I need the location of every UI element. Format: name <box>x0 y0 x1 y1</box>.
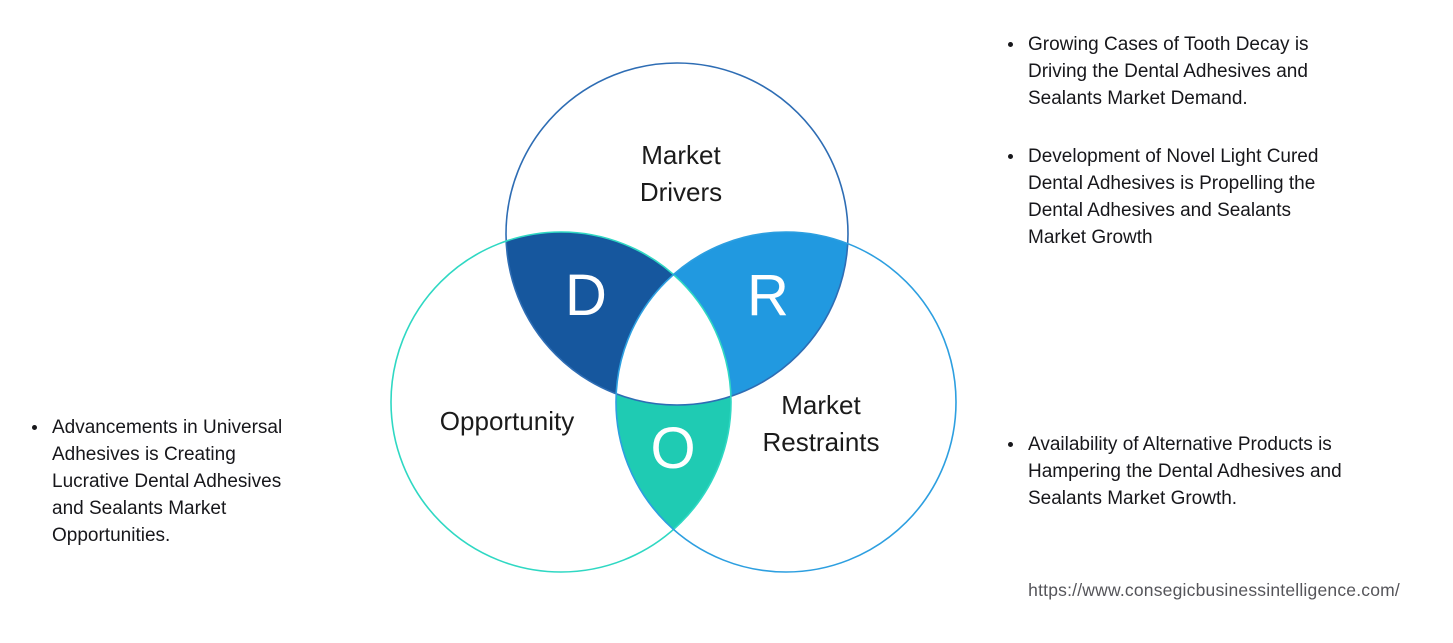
opportunity-bullet-text: Advancements in Universal Adhesives is C… <box>52 417 283 546</box>
opportunity-letter: O <box>650 416 696 481</box>
opportunity-label: Opportunity <box>439 406 575 436</box>
list-item: Availability of Alternative Products is … <box>1008 431 1428 512</box>
bullet-icon <box>1008 42 1013 47</box>
opportunity-bullets: Advancements in Universal Adhesives is C… <box>32 414 352 549</box>
drivers-bullets: Growing Cases of Tooth Decay is Driving … <box>1008 31 1408 251</box>
list-item: Growing Cases of Tooth Decay is Driving … <box>1008 31 1408 112</box>
source-url: https://www.consegicbusinessintelligence… <box>1028 580 1400 600</box>
market-drivers-label: Market Drivers <box>639 140 723 207</box>
restraints-circle-outline <box>615 231 957 573</box>
driver-bullet-2-text: Development of Novel Light Cured Dental … <box>1028 146 1319 248</box>
list-item: Advancements in Universal Adhesives is C… <box>32 414 352 549</box>
restraints-letter: R <box>747 263 789 328</box>
bullet-icon <box>32 425 37 430</box>
restraint-bullet-1-text: Availability of Alternative Products is … <box>1028 434 1342 509</box>
bullet-icon <box>1008 442 1013 447</box>
opportunity-circle-outline <box>390 231 732 573</box>
bullet-icon <box>1008 154 1013 159</box>
drivers-letter: D <box>565 263 607 328</box>
driver-bullet-1-text: Growing Cases of Tooth Decay is Driving … <box>1028 34 1309 109</box>
list-item: Development of Novel Light Cured Dental … <box>1008 143 1408 251</box>
triple-overlap <box>616 232 731 405</box>
market-restraints-label: Market Restraints <box>762 390 880 457</box>
drivers-circle-outline <box>505 62 849 406</box>
restraints-bullets: Availability of Alternative Products is … <box>1008 431 1428 512</box>
